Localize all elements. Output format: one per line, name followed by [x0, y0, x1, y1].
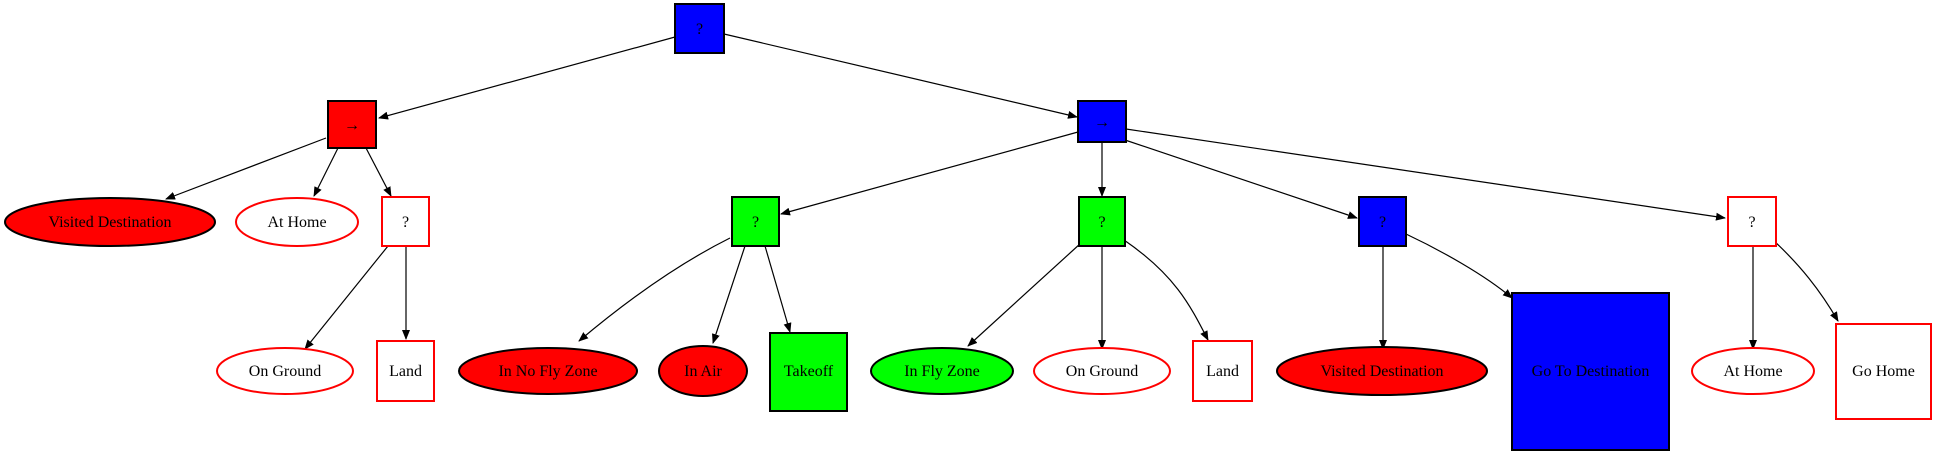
land-action-node-right[interactable]: Land: [1192, 340, 1253, 402]
home-fallback-label: ?: [1748, 214, 1755, 231]
edge-root-seq-left: [378, 36, 676, 120]
go-to-destination-label: Go To Destination: [1532, 363, 1650, 380]
in-air-condition-node[interactable]: In Air: [658, 345, 748, 397]
home-fallback-node[interactable]: ?: [1727, 196, 1777, 247]
edge-fly-land: [1123, 239, 1209, 341]
takeoff-fallback-label: ?: [752, 214, 759, 231]
in-no-fly-zone-label: In No Fly Zone: [498, 363, 597, 380]
nodes: ? → → Visited Destination At Home ? On: [4, 3, 1932, 451]
visited-destination-condition-node[interactable]: Visited Destination: [4, 197, 216, 247]
visited-destination-label: Visited Destination: [48, 214, 171, 231]
edge-home-gohome: [1772, 239, 1839, 322]
on-ground-condition-node-right[interactable]: On Ground: [1033, 347, 1171, 395]
go-home-label: Go Home: [1852, 363, 1915, 380]
visited-destination-label-right: Visited Destination: [1320, 363, 1443, 380]
edge-takeoff-takeoff: [764, 245, 792, 333]
edge-root-seq-right: [723, 33, 1078, 119]
goto-fallback-label: ?: [1379, 214, 1386, 231]
edge-seq-right-fallback-home: [1125, 128, 1726, 221]
fly-fallback-node[interactable]: ?: [1078, 196, 1126, 247]
goto-fallback-node[interactable]: ?: [1358, 196, 1407, 247]
fly-fallback-label: ?: [1098, 214, 1105, 231]
edges: [165, 33, 1839, 350]
edge-fallback-onground: [304, 245, 389, 350]
edge-takeoff-inair: [712, 245, 746, 344]
sequence-left-node[interactable]: →: [327, 100, 377, 149]
root-fallback-node[interactable]: ?: [674, 3, 725, 54]
edge-fly-inflyzone: [967, 242, 1082, 347]
in-air-label: In Air: [684, 363, 722, 380]
go-home-action-node[interactable]: Go Home: [1835, 323, 1932, 420]
at-home-label-right: At Home: [1723, 363, 1782, 380]
visited-destination-condition-node-right[interactable]: Visited Destination: [1276, 346, 1488, 396]
on-ground-label-left: On Ground: [249, 363, 321, 380]
land-action-node-left[interactable]: Land: [376, 340, 435, 402]
root-label: ?: [696, 21, 703, 38]
edge-seq-right-fallback-goto: [1124, 139, 1358, 219]
at-home-condition-node-right[interactable]: At Home: [1691, 347, 1815, 395]
land-fallback-label: ?: [402, 214, 409, 231]
sequence-left-label: →: [344, 117, 360, 134]
takeoff-action-node[interactable]: Takeoff: [769, 332, 848, 412]
land-label-right: Land: [1206, 363, 1239, 380]
edge-seq-left-fallback: [365, 147, 392, 197]
in-no-fly-zone-condition-node[interactable]: In No Fly Zone: [458, 347, 638, 395]
in-fly-zone-label: In Fly Zone: [904, 363, 980, 380]
at-home-label: At Home: [267, 214, 326, 231]
on-ground-label-right: On Ground: [1066, 363, 1138, 380]
edge-goto-gotodest: [1405, 233, 1513, 299]
at-home-condition-node[interactable]: At Home: [235, 197, 359, 247]
sequence-right-node[interactable]: →: [1077, 100, 1127, 143]
takeoff-label: Takeoff: [784, 363, 834, 380]
land-fallback-node[interactable]: ?: [381, 196, 430, 247]
edge-seq-right-fallback-takeoff: [780, 131, 1079, 216]
takeoff-fallback-node[interactable]: ?: [731, 196, 780, 247]
go-to-destination-action-node[interactable]: Go To Destination: [1511, 292, 1670, 451]
on-ground-condition-node-left[interactable]: On Ground: [216, 347, 354, 395]
edge-seq-left-athome: [313, 147, 339, 197]
edge-seq-left-visited: [165, 137, 327, 200]
land-label-left: Land: [389, 363, 422, 380]
sequence-right-label: →: [1094, 114, 1110, 131]
in-fly-zone-condition-node[interactable]: In Fly Zone: [870, 347, 1014, 395]
edge-takeoff-nofly: [578, 237, 731, 342]
